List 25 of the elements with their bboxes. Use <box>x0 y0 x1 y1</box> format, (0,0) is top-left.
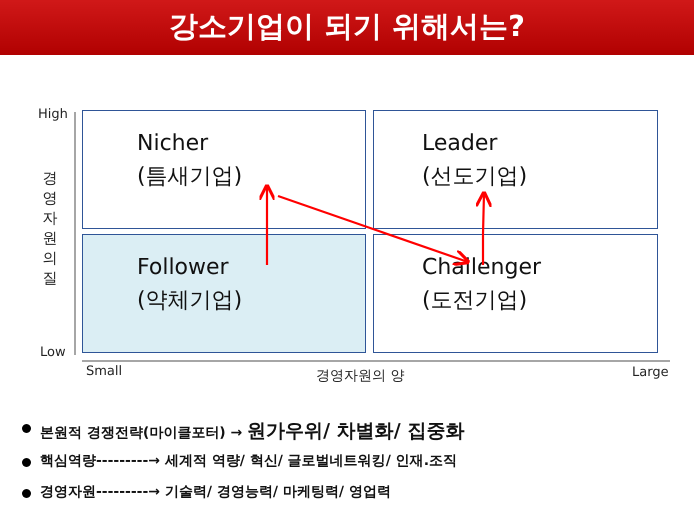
quadrant-title: Leader <box>422 131 498 156</box>
bullet-text: 본원적 경쟁전략(마이클포터) → 원가우위/ 차별화/ 집중화 <box>40 419 464 444</box>
axis-title: 경영자원의 양 <box>316 367 404 385</box>
quadrant-subtitle: (약체기업) <box>137 287 242 315</box>
quadrant-box <box>373 234 658 353</box>
arrow <box>278 194 471 266</box>
axis-tick-label: Small <box>86 364 122 379</box>
title-banner: 강소기업이 되기 위해서는? <box>0 0 694 55</box>
quadrant-subtitle: (선도기업) <box>422 163 528 191</box>
quadrant-title: Challenger <box>422 255 542 280</box>
axis-tick-label: Large <box>632 365 669 380</box>
quadrant-box <box>373 110 658 229</box>
bullet-text: 핵심역량---------→ 세계적 역량/ 혁신/ 글로벌네트워킹/ 인재.조직 <box>40 452 458 470</box>
axis-title: 경영자원의 질 <box>42 168 58 288</box>
bullet-text: 경영자원---------→ 기술력/ 경영능력/ 마케팅력/ 영업력 <box>40 483 391 501</box>
axis-tick-label: Low <box>40 345 66 360</box>
quadrant-box <box>82 110 366 229</box>
quadrant-subtitle: (틈새기업) <box>137 163 242 191</box>
quadrant-title: Nicher <box>137 131 208 156</box>
quadrant-subtitle: (도전기업) <box>422 287 528 315</box>
quadrant-box <box>82 234 366 353</box>
arrow <box>474 190 493 265</box>
quadrant-title: Follower <box>137 255 229 280</box>
arrow <box>258 182 276 265</box>
axis-tick-label: High <box>38 107 68 122</box>
